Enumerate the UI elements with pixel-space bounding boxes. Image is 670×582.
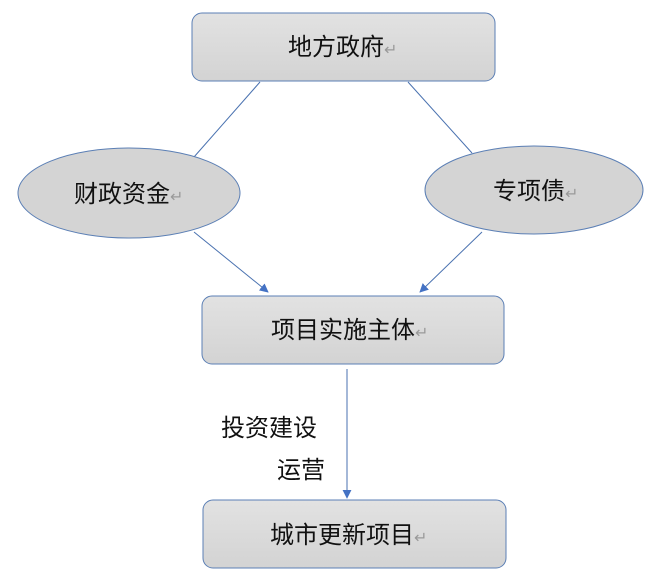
node-implementing-entity: 项目实施主体↵ bbox=[201, 295, 505, 365]
connector-government-to-fiscal bbox=[193, 81, 261, 158]
node-urban-renewal-project: 城市更新项目↵ bbox=[202, 499, 507, 569]
edge-label-line1: 投资建设 bbox=[221, 414, 317, 442]
node-local-government-label: 地方政府 bbox=[288, 33, 384, 61]
svg-text:地方政府↵: 地方政府↵ bbox=[288, 33, 397, 61]
svg-text:专项债↵: 专项债↵ bbox=[493, 177, 578, 205]
edge-label-line2: 运营 bbox=[277, 456, 325, 484]
node-local-government: 地方政府↵ bbox=[191, 12, 496, 82]
paragraph-mark-icon: ↵ bbox=[414, 528, 427, 547]
node-fiscal-funds-label: 财政资金 bbox=[74, 180, 170, 208]
node-implementing-entity-label: 项目实施主体 bbox=[271, 316, 415, 344]
node-special-bonds: 专项债↵ bbox=[424, 145, 644, 235]
paragraph-mark-icon: ↵ bbox=[170, 187, 183, 206]
paragraph-mark-icon: ↵ bbox=[415, 323, 428, 342]
arrow-bonds-to-entity bbox=[419, 231, 483, 293]
svg-text:财政资金↵: 财政资金↵ bbox=[74, 180, 183, 208]
node-special-bonds-label: 专项债 bbox=[493, 177, 565, 205]
svg-text:项目实施主体↵: 项目实施主体↵ bbox=[271, 316, 428, 344]
paragraph-mark-icon: ↵ bbox=[384, 40, 397, 59]
arrow-fiscal-to-entity bbox=[193, 231, 269, 293]
svg-text:城市更新项目↵: 城市更新项目↵ bbox=[270, 521, 427, 549]
node-urban-renewal-project-label: 城市更新项目 bbox=[270, 521, 414, 549]
paragraph-mark-icon: ↵ bbox=[565, 184, 578, 203]
connector-government-to-bonds bbox=[407, 81, 473, 154]
node-fiscal-funds: 财政资金↵ bbox=[17, 147, 241, 239]
